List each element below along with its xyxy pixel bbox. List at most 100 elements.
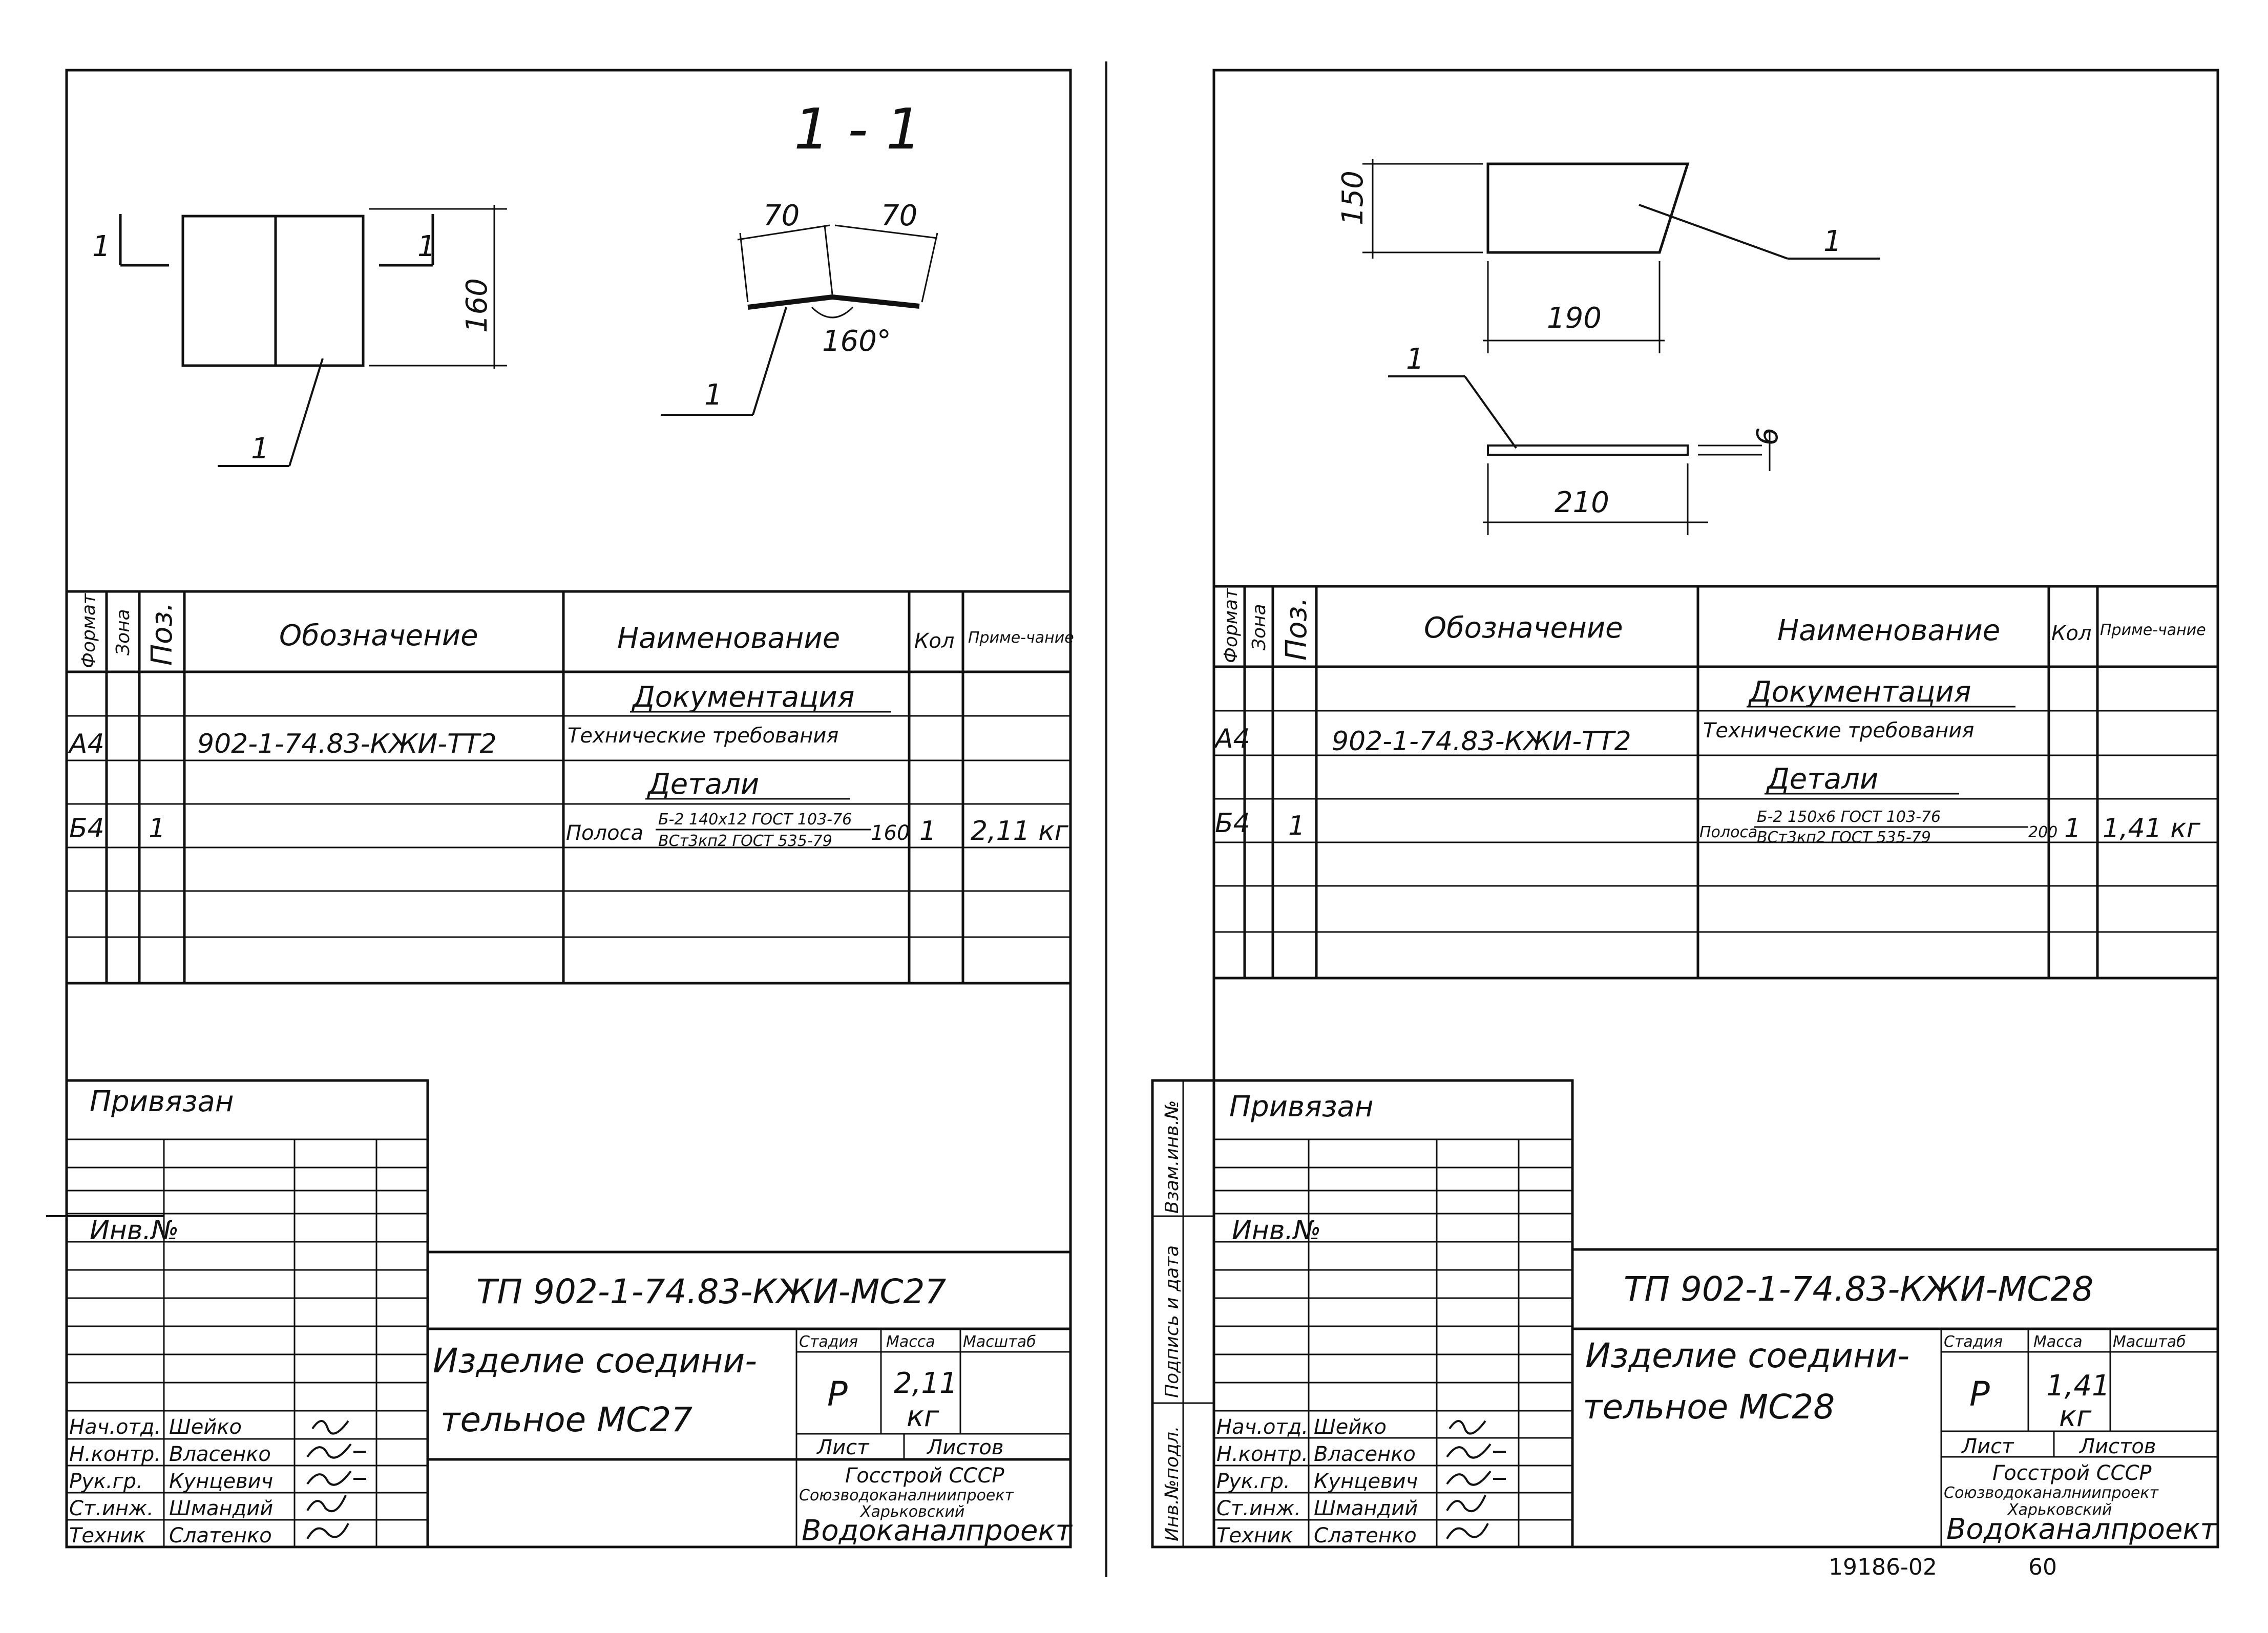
mass-unit: кг (2059, 1400, 2092, 1433)
staff-name: Власенко (169, 1443, 271, 1466)
mass-unit: кг (907, 1400, 939, 1433)
col-name-header: Наименование (617, 622, 840, 655)
doc-row-designation: 902-1-74.83-КЖИ-ТТ2 (1332, 726, 1631, 757)
callout-front: 1 (251, 432, 269, 465)
detail-row-name-top: Б-2 140х12 ГОСТ 103-76 (658, 811, 852, 829)
dim-thick-6: 6 (1751, 427, 1784, 446)
dim-height-150: 150 (1336, 171, 1370, 225)
title-block (1572, 1248, 2218, 1547)
section-details: Детали (646, 768, 759, 801)
col-designation-header: Обозначение (1424, 611, 1623, 645)
org-line3: Харьковский (859, 1503, 964, 1521)
section-docs: Документация (631, 681, 854, 714)
section-view (661, 224, 938, 416)
side-label-inv-original: Инв.№подл. (1162, 1426, 1183, 1541)
doc-row-format: А4 (68, 729, 104, 759)
item-name-line2: тельное МС28 (1583, 1387, 1835, 1427)
detail-row-prefix: Полоса (1699, 823, 1757, 841)
staff-role: Рук.гр. (1216, 1470, 1290, 1493)
mass-header: Масса (2033, 1333, 2083, 1351)
front-view (119, 205, 507, 467)
col-pos-header: Поз. (145, 602, 179, 666)
stage-header: Стадия (799, 1333, 858, 1351)
doc-row-designation: 902-1-74.83-КЖИ-ТТ2 (197, 729, 497, 759)
doc-row-name: Технические требования (1703, 719, 1974, 743)
sheets-header: Листов (2078, 1435, 2156, 1458)
staff-role: Техник (1216, 1524, 1293, 1547)
edge-view (1388, 375, 1771, 535)
col-designation-header: Обозначение (279, 619, 478, 652)
section-label: 1 - 1 (794, 96, 922, 162)
angle-160: 160° (822, 325, 891, 358)
plan-view (1362, 159, 1880, 353)
callout-edge: 1 (1406, 343, 1424, 376)
staff-name: Слатенко (169, 1524, 272, 1547)
dim-height-160: 160 (460, 278, 494, 333)
item-name-line1: Изделие соедини- (1585, 1336, 1909, 1375)
doc-row-format: А4 (1213, 724, 1250, 754)
col-qty-header: Кол (914, 629, 954, 653)
staff-name: Кунцевич (1314, 1470, 1418, 1493)
callout-plan: 1 (1823, 225, 1842, 258)
staff-name: Слатенко (1314, 1524, 1417, 1547)
org-line2: Союзводоканалниипроект (1944, 1484, 2159, 1502)
col-note-header: Приме-чание (2100, 621, 2206, 639)
detail-row-length: 160 (871, 821, 910, 845)
staff-role: Ст.инж. (1216, 1497, 1301, 1520)
side-label-replace-inv: Взам.инв.№ (1162, 1100, 1183, 1214)
detail-row-qty: 1 (919, 816, 936, 846)
staff-list: Нач.отд. Шейко Н.контр. Власенко Рук.гр.… (69, 1415, 273, 1547)
detail-row-format: Б4 (69, 813, 104, 844)
signatures (306, 1420, 366, 1540)
col-format-header: Формат (78, 593, 99, 668)
sheet-mc27: 1 - 1 1 1 160 1 70 70 160° 1 (46, 69, 1074, 1549)
section-docs: Документация (1748, 675, 1971, 709)
footer-code: 19186-02 (1829, 1554, 1937, 1580)
item-name-line1: Изделие соедини- (433, 1341, 757, 1381)
col-format-header: Формат (1221, 588, 1242, 663)
dim-width-190: 190 (1547, 302, 1602, 335)
staff-list: Нач.отд. Шейко Н.контр. Власенко Рук.гр.… (1216, 1415, 1418, 1547)
col-pos-header: Поз. (1280, 597, 1313, 661)
item-name-line2: тельное МС27 (440, 1400, 692, 1439)
org-line1: Госстрой СССР (1992, 1461, 2152, 1485)
col-note-header: Приме-чание (968, 629, 1074, 647)
staff-name: Власенко (1314, 1443, 1416, 1466)
detail-row-note: 2,11 кг (971, 816, 1069, 846)
detail-row-qty: 1 (2064, 813, 2081, 844)
staff-name: Шмандий (169, 1497, 273, 1520)
scale-header: Масштаб (963, 1333, 1036, 1351)
mass-value: 2,11 (894, 1367, 958, 1400)
org-line4: Водоканалпроект (802, 1514, 1073, 1547)
sheet-header: Лист (816, 1436, 870, 1459)
org-line3: Харьковский (2007, 1501, 2112, 1519)
detail-row-name-bottom: ВСт3кп2 ГОСТ 535-79 (1757, 829, 1931, 846)
staff-role: Н.контр. (69, 1443, 161, 1466)
staff-role: Нач.отд. (1216, 1415, 1308, 1439)
detail-row-name-bottom: ВСт3кп2 ГОСТ 535-79 (658, 832, 832, 850)
drawing-code: ТП 902-1-74.83-КЖИ-МС28 (1624, 1269, 2093, 1309)
detail-row-format: Б4 (1215, 808, 1250, 839)
col-zone-header: Зона (113, 609, 134, 655)
title-block (428, 1250, 1070, 1547)
stage-value: Р (1969, 1374, 1990, 1414)
mass-value: 1,41 (2046, 1369, 2110, 1403)
sheet-frame (65, 69, 1072, 1549)
detail-row-name-top: Б-2 150х6 ГОСТ 103-76 (1757, 808, 1941, 826)
cut-mark-left: 1 (92, 230, 111, 263)
detail-row-pos: 1 (1288, 811, 1305, 841)
bound-label: Привязан (90, 1085, 234, 1118)
stage-value: Р (827, 1374, 848, 1414)
org-line2: Союзводоканалниипроект (799, 1487, 1015, 1504)
section-details: Детали (1766, 762, 1878, 796)
sheet-frame (1212, 69, 2219, 1549)
staff-name: Шейко (1314, 1415, 1387, 1439)
col-zone-header: Зона (1249, 604, 1270, 650)
detail-row-length: 200 (2028, 823, 2057, 841)
sheets-header: Листов (926, 1436, 1003, 1459)
sheet-header: Лист (1961, 1435, 2014, 1458)
dim-left-70: 70 (763, 199, 800, 232)
org-line4: Водоканалпроект (1946, 1513, 2217, 1546)
staff-role: Рук.гр. (69, 1470, 143, 1493)
